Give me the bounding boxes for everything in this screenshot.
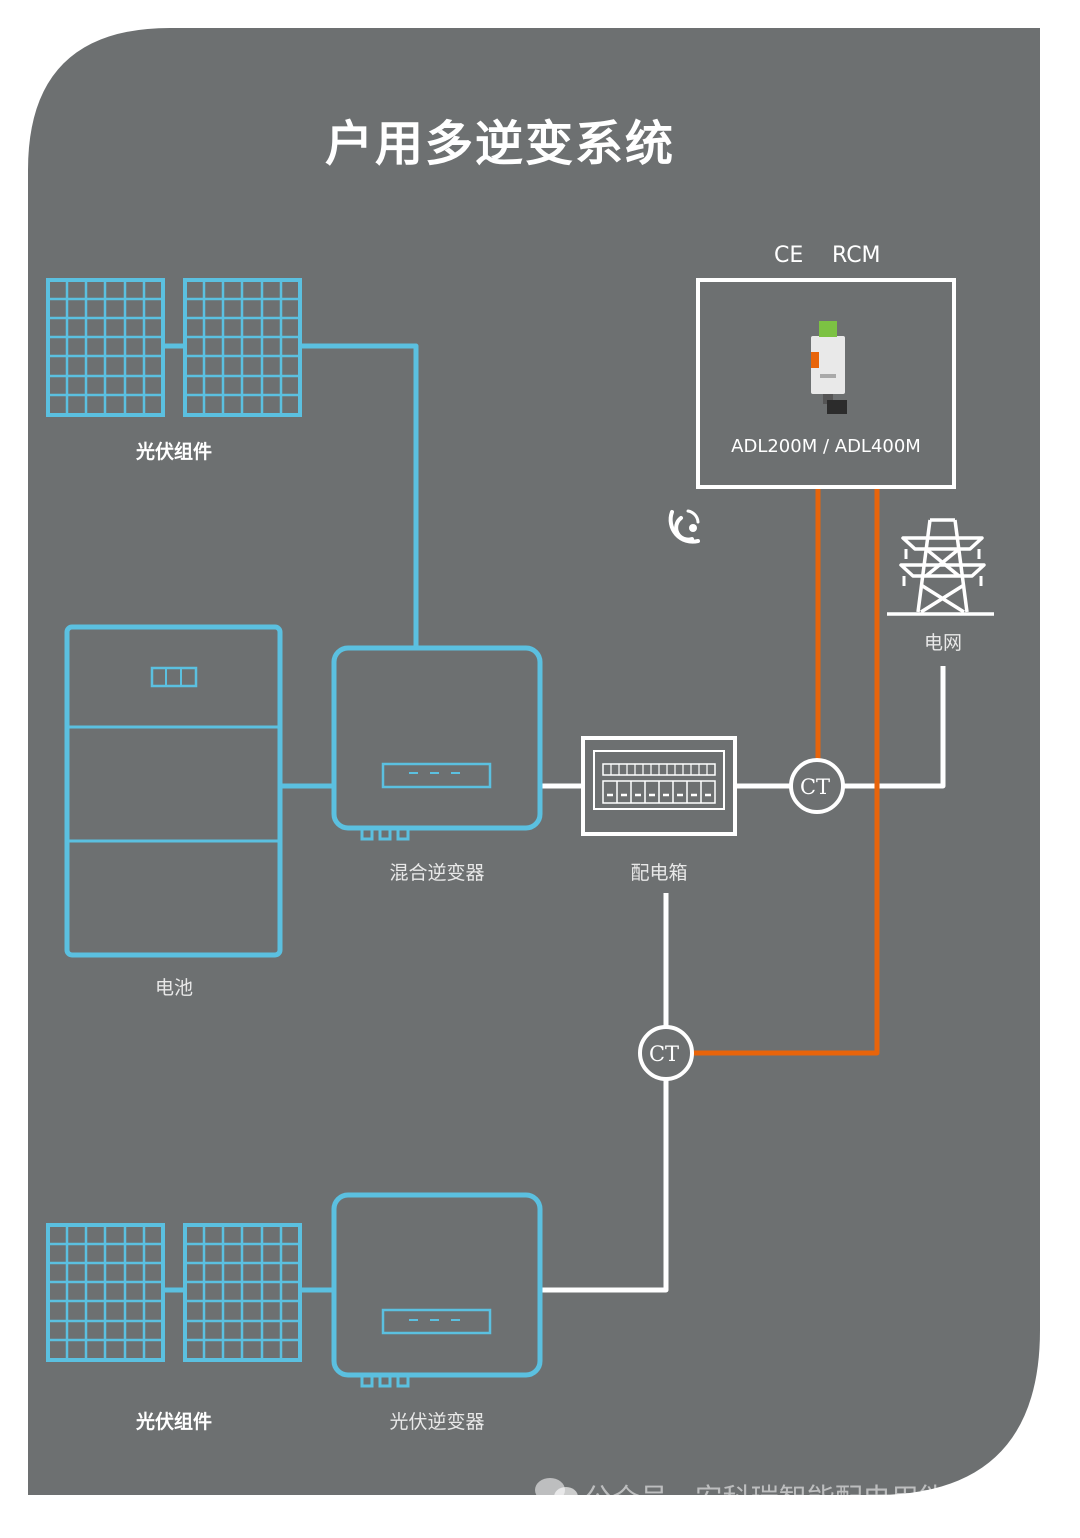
distribution-box-icon: [581, 736, 737, 836]
background-card: [28, 28, 1040, 1495]
meter-model-label: ADL200M / ADL400M: [731, 436, 921, 457]
cert-rcm-label: RCM: [832, 243, 881, 268]
meter-box: [696, 278, 956, 489]
wireless-icon: [668, 509, 700, 544]
wires: [163, 343, 946, 1293]
inverter-icon: [331, 645, 543, 841]
ct-icon: [789, 758, 845, 814]
wire-ct-lower-to-pv-inverter: [540, 1080, 669, 1293]
wire-pv-top-to-hybrid: [300, 343, 419, 648]
solar-panel-icon: [46, 278, 165, 417]
solar-panel-icon: [183, 1223, 302, 1362]
power-tower-icon: [887, 518, 994, 616]
ct-label: CT: [649, 1042, 679, 1066]
solar-panel-icon: [183, 278, 302, 417]
ct-icon: [638, 1025, 694, 1081]
solar-panel-icon: [46, 1223, 165, 1362]
label-battery: 电池: [154, 977, 193, 999]
ct-label: CT: [800, 775, 830, 799]
label-hybrid-inverter: 混合逆变器: [389, 862, 485, 884]
wechat-icon: [535, 1478, 578, 1507]
cert-ce-label: CE: [774, 243, 804, 268]
comm-line-meter-to-ct-lower: [692, 488, 880, 1056]
watermark: 公众号 · 安科瑞智能配电用能管理: [584, 1482, 1003, 1515]
label-pv-modules-top: 光伏组件: [135, 441, 212, 463]
label-distribution-box: 配电箱: [630, 862, 688, 884]
page-title: 户用多逆变系统: [324, 116, 675, 172]
inverter-icon: [331, 1192, 543, 1388]
label-grid: 电网: [923, 632, 962, 654]
battery-icon: [64, 624, 283, 958]
label-pv-modules-bottom: 光伏组件: [135, 1411, 212, 1433]
meter-icon: [811, 321, 847, 414]
label-pv-inverter: 光伏逆变器: [389, 1411, 485, 1433]
